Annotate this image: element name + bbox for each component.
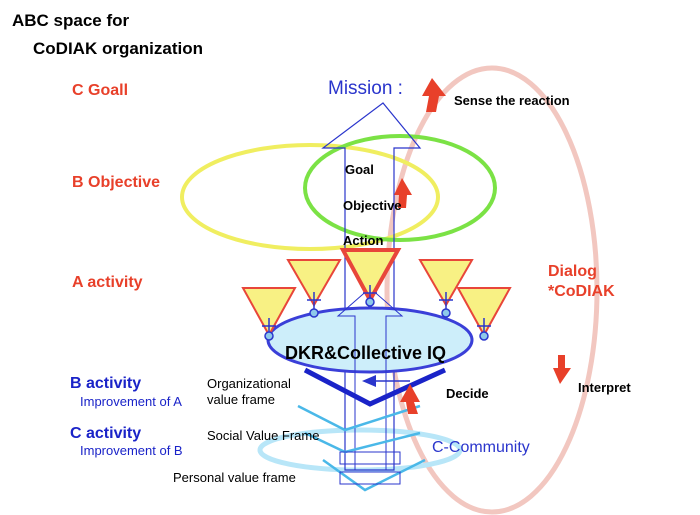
dialog-label-1: Dialog [548, 263, 597, 280]
action-label: Action [343, 233, 384, 248]
feedback-arrow-head [362, 375, 376, 387]
c-activity-label: C activity [70, 425, 141, 442]
dialog-arrows [394, 78, 571, 414]
activity-triangle-3 [339, 248, 402, 305]
goal-green-ring [303, 134, 497, 242]
social-frame-chevron [304, 431, 421, 454]
goal-label: Goal [345, 162, 374, 177]
title-line-1: ABC space for [12, 11, 130, 30]
b-activity-sub: Improvement of A [80, 394, 182, 409]
org-frame-label-1: Organizational [207, 376, 291, 391]
dkr-node-5 [479, 331, 489, 341]
dkr-label: DKR&Collective IQ [285, 343, 446, 363]
personal-frame-chevron [322, 458, 426, 492]
interpret-arrow [553, 355, 571, 384]
decide-label: Decide [446, 386, 489, 401]
c-community-label: C-Community [432, 439, 530, 456]
objective-label: Objective [343, 198, 402, 213]
org-frame-dark-v [303, 367, 447, 407]
dkr-node-3 [365, 297, 375, 307]
dkr-node-2 [309, 308, 319, 318]
dkr-nodes [262, 285, 491, 341]
activity-triangle-5 [456, 287, 512, 338]
c-activity-sub: Improvement of B [80, 443, 183, 458]
dkr-node-1 [264, 331, 274, 341]
interpret-label: Interpret [578, 380, 631, 395]
action-arrow [394, 178, 412, 208]
dkr-inner-arrow [336, 287, 404, 471]
personal-frame-label: Personal value frame [173, 470, 296, 485]
dialog-label-2: *CoDIAK [548, 283, 615, 300]
activity-triangle-1 [241, 287, 297, 338]
title-line-2: CoDIAK organization [33, 39, 203, 58]
activity-triangles [241, 248, 512, 338]
social-frame-box [339, 451, 401, 465]
activity-triangle-4 [418, 259, 474, 307]
sense-label: Sense the reaction [454, 93, 570, 108]
dialog-cycle-ring [384, 65, 600, 515]
b-activity-label: B activity [70, 375, 141, 392]
social-frame-label: Social Value Frame [207, 428, 319, 443]
personal-frame-box [339, 471, 401, 485]
dkr-node-4 [441, 308, 451, 318]
c-goal-label: C Goall [72, 82, 128, 99]
mission-label: Mission : [328, 78, 403, 99]
sense-arrow [422, 78, 446, 112]
org-frame-label-2: value frame [207, 392, 275, 407]
activity-triangle-2 [286, 259, 342, 307]
b-objective-label: B Objective [72, 174, 160, 191]
decide-arrow [400, 384, 420, 414]
a-activity-label: A activity [72, 274, 143, 291]
objective-yellow-ring [180, 143, 440, 251]
org-frame-chevron [297, 404, 421, 432]
